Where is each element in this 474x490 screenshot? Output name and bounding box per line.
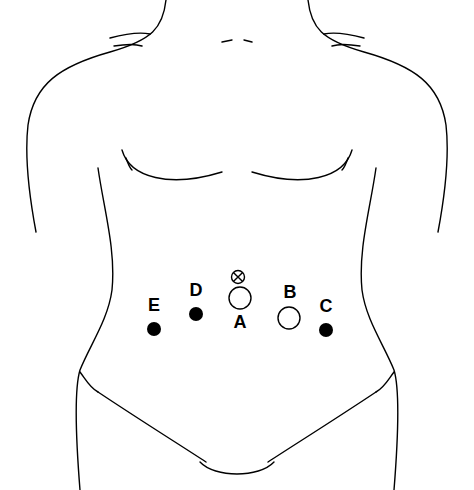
- filled-port: [319, 323, 333, 337]
- filled-port: [189, 307, 203, 321]
- port-letter: A: [234, 313, 247, 331]
- open-port: [229, 287, 251, 309]
- port-letter: B: [284, 283, 297, 301]
- port-letter: D: [190, 281, 203, 299]
- port-letter: E: [148, 296, 160, 314]
- filled-port: [147, 322, 161, 336]
- open-port: [278, 307, 300, 329]
- port-letter: C: [320, 297, 333, 315]
- umbilicus-symbol: [232, 271, 245, 284]
